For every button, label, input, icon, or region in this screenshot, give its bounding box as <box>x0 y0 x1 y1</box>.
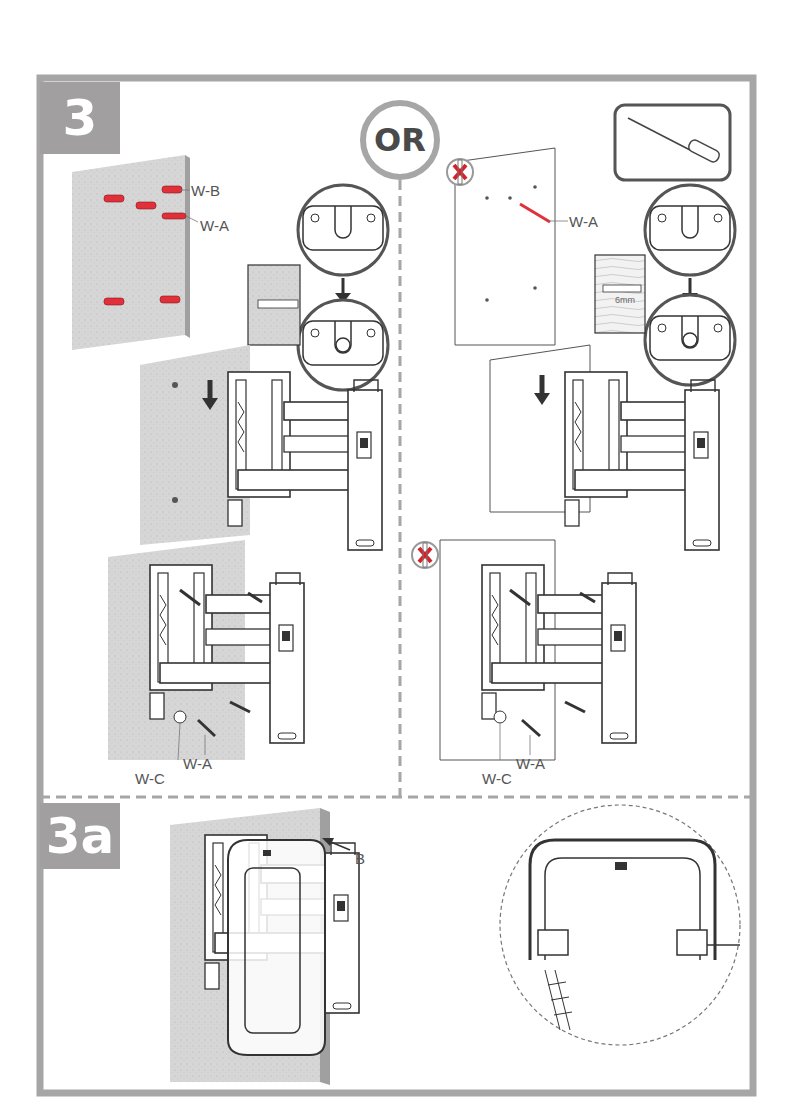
step-number: 3 <box>40 82 120 154</box>
part-label: B <box>355 851 365 866</box>
part-label: W-A <box>200 218 229 233</box>
part-label: W-C <box>482 771 512 786</box>
step-number: 3a <box>40 803 120 869</box>
part-label: W-A <box>516 756 545 771</box>
part-label: W-A <box>569 214 598 229</box>
node-text: 3 <box>63 89 98 147</box>
or-circle: OR <box>360 100 440 180</box>
part-label: W-A <box>183 756 212 771</box>
part-label: 6mm <box>615 296 635 305</box>
part-label: W-B <box>191 183 220 198</box>
node-text: OR <box>374 121 426 159</box>
part-label: W-C <box>135 771 165 786</box>
node-text: 3a <box>46 807 115 865</box>
